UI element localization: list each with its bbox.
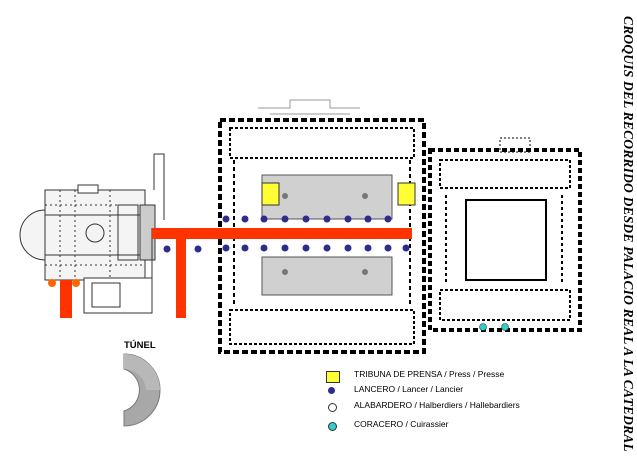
courtyard-post [362, 193, 368, 199]
press-tribune-swatch [326, 371, 340, 383]
lancer-row-south [163, 244, 410, 253]
top-gallery [258, 99, 360, 115]
route-main [152, 228, 412, 239]
legend-label-press: TRIBUNA DE PRENSA / Press / Presse [354, 369, 505, 379]
cuirassier-dot [479, 323, 487, 331]
press-tribune-right [397, 182, 416, 206]
route-branch-2 [60, 280, 72, 318]
tunnel-label: TÚNEL [124, 340, 156, 351]
orange-marker [72, 279, 80, 287]
orange-marker [48, 279, 56, 287]
legend-label-cuirassier: CORACERO / Cuirassier [354, 419, 449, 429]
cuirassier-dot-icon [328, 422, 337, 431]
legend-row-press: TRIBUNA DE PRENSA / Press / Presse [326, 369, 566, 383]
press-tribune-left [261, 182, 280, 206]
cathedral-plan [19, 153, 165, 314]
legend-row-lancer: LANCERO / Lancer / Lancier [326, 384, 566, 398]
cuirassier-dot [501, 323, 509, 331]
royal-palace-plan [428, 137, 582, 332]
courtyard-north [261, 174, 393, 220]
legend-row-halberdier: ALABARDERO / Halberdiers / Hallebardiers [326, 400, 566, 414]
courtyard-post [282, 269, 288, 275]
route-branch-1 [176, 238, 186, 318]
courtyard-post [362, 269, 368, 275]
lancer-dot-icon [328, 387, 335, 394]
legend-label-lancer: LANCERO / Lancer / Lancier [354, 384, 464, 394]
map-title: CROQUIS DEL RECORRIDO DESDE PALACIO REAL… [621, 16, 636, 452]
legend-row-cuirassier: CORACERO / Cuirassier [326, 419, 566, 433]
lancer-row-north [222, 215, 392, 223]
courtyard-post [282, 193, 288, 199]
legend-label-halberdier: ALABARDERO / Halberdiers / Hallebardiers [354, 400, 520, 410]
courtyard-south [261, 256, 393, 296]
halberdier-dot-icon [328, 403, 337, 412]
